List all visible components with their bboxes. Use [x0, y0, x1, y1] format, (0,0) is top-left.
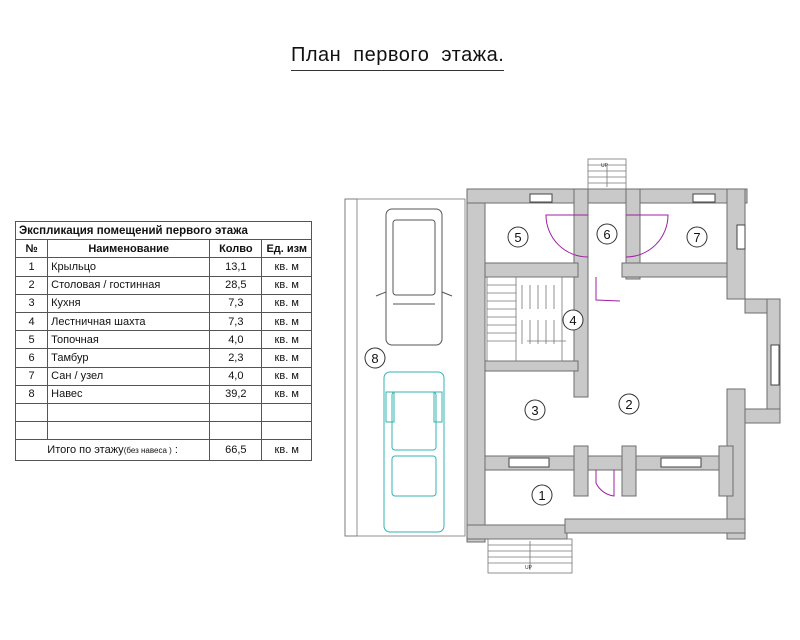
room-marker: 2: [618, 393, 640, 415]
row-number: 8: [14, 384, 49, 404]
window: [736, 224, 746, 250]
area-unit: кв. м: [261, 293, 312, 313]
canopy-outline: [344, 198, 466, 537]
staircase: [486, 276, 566, 362]
total-colon: :: [171, 443, 178, 456]
walls: [466, 188, 781, 543]
table-header-row: № Наименование Колво Ед. изм: [14, 239, 312, 259]
room-area: 7,3: [209, 293, 263, 313]
svg-text:5: 5: [514, 230, 521, 245]
room-area: 2,3: [209, 348, 263, 368]
car-top: [375, 208, 453, 346]
column-header-number: №: [14, 239, 49, 259]
total-label: Итого по этажу: [47, 443, 124, 456]
row-number: 1: [14, 257, 49, 277]
row-number: 4: [14, 311, 49, 332]
car-bottom: [383, 371, 445, 533]
room-area: 39,2: [209, 384, 263, 404]
room-schedule-table: Экспликация помещений первого этажа № На…: [14, 220, 312, 462]
room-area: 4,0: [209, 330, 263, 350]
room-marker: 3: [524, 399, 546, 421]
svg-text:2: 2: [625, 397, 632, 412]
room-name: Сан / узел: [47, 366, 211, 386]
row-number: 6: [14, 348, 49, 368]
door-swing: [625, 214, 669, 258]
area-unit: кв. м: [261, 330, 312, 350]
total-area: 66,5: [209, 439, 263, 462]
total-unit: кв. м: [261, 439, 312, 462]
page-title: План первого этажа.: [291, 44, 505, 71]
room-name: Топочная: [47, 330, 211, 350]
room-name: Лестничная шахта: [47, 311, 211, 332]
area-unit: кв. м: [261, 366, 312, 386]
room-name: Столовая / гостинная: [47, 275, 211, 295]
room-marker: 4: [562, 309, 584, 331]
area-unit: кв. м: [261, 348, 312, 368]
porch-steps: UP: [487, 538, 573, 574]
svg-text:8: 8: [371, 351, 378, 366]
row-number: 5: [14, 330, 49, 350]
room-area: 28,5: [209, 275, 263, 295]
empty-row: [14, 421, 312, 441]
svg-text:1: 1: [538, 488, 545, 503]
room-marker: 6: [596, 223, 618, 245]
svg-text:6: 6: [603, 227, 610, 242]
room-name: Кухня: [47, 293, 211, 313]
room-markers: 1 2 3 4 5 6 7 8: [364, 223, 708, 506]
area-unit: кв. м: [261, 275, 312, 295]
total-note: (без навеса ): [123, 445, 172, 455]
window: [660, 457, 702, 468]
window: [770, 344, 780, 386]
room-marker: 7: [686, 226, 708, 248]
top-entrance-steps: UP: [587, 158, 627, 190]
svg-text:3: 3: [531, 403, 538, 418]
row-number: 2: [14, 275, 49, 295]
window: [692, 193, 716, 203]
table-caption: Экспликация помещений первого этажа: [15, 220, 312, 241]
column-header-name: Наименование: [47, 239, 211, 259]
column-header-unit: Ед. изм: [261, 239, 312, 259]
area-unit: кв. м: [261, 257, 312, 277]
area-unit: кв. м: [261, 311, 312, 332]
stair-up-label: UP: [601, 163, 609, 169]
row-number: 7: [14, 366, 49, 386]
room-area: 7,3: [209, 311, 263, 332]
table-caption-row: Экспликация помещений первого этажа: [15, 220, 312, 241]
column-header-quantity: Колво: [209, 239, 263, 259]
window: [529, 193, 553, 203]
door-swing: [595, 277, 621, 302]
row-number: 3: [14, 293, 49, 313]
doors: [545, 214, 669, 497]
door-swing: [595, 470, 615, 497]
room-marker: 5: [507, 226, 529, 248]
total-label-cell: Итого по этажу(без навеса ) :: [14, 439, 211, 462]
window: [508, 457, 550, 468]
room-marker: 8: [364, 347, 386, 369]
room-name: Тамбур: [47, 348, 211, 368]
area-unit: кв. м: [261, 384, 312, 404]
empty-row: [14, 402, 312, 423]
stair-up-label: UP: [525, 565, 533, 571]
door-swing: [545, 214, 589, 258]
svg-text:7: 7: [693, 230, 700, 245]
total-row: Итого по этажу(без навеса ) : 66,5 кв. м: [14, 439, 312, 462]
room-name: Навес: [47, 384, 211, 404]
room-marker: 1: [531, 484, 553, 506]
room-name: Крыльцо: [47, 257, 211, 277]
svg-text:4: 4: [569, 313, 576, 328]
windows: [508, 193, 780, 468]
room-area: 4,0: [209, 366, 263, 386]
room-area: 13,1: [209, 257, 263, 277]
